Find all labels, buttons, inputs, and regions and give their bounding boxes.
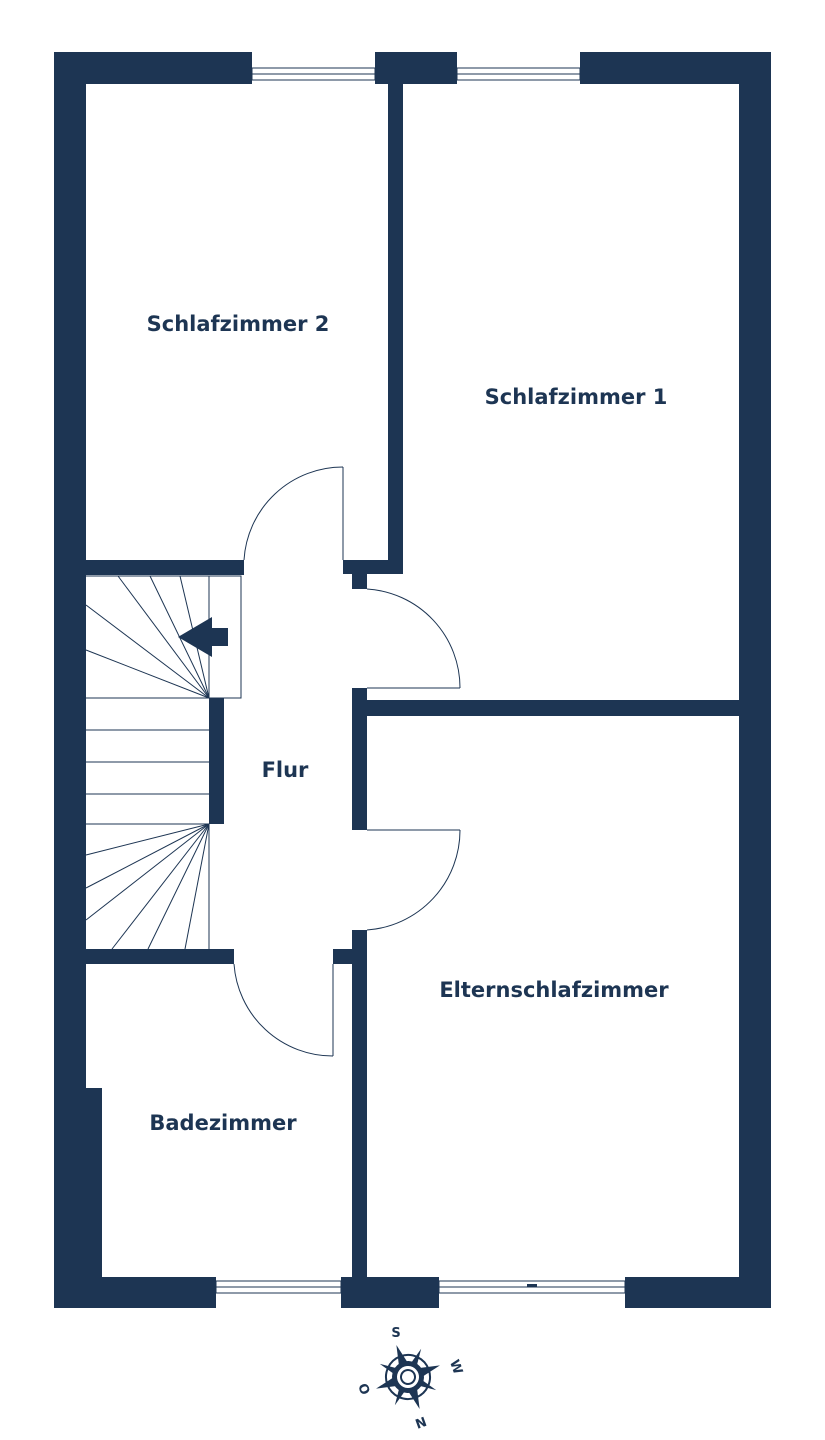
window-bottom-left: [215, 1280, 342, 1294]
room-labels: Schlafzimmer 2 Schlafzimmer 1 Flur Elter…: [147, 312, 670, 1135]
window-top-right: [456, 67, 581, 81]
door-bedroom1: [366, 588, 461, 689]
wall-bedroom2-corridor-right: [343, 560, 403, 574]
stair-tread: [184, 823, 210, 950]
stair-landing-frame: [86, 575, 242, 699]
bottom-wall-middle: [341, 1277, 439, 1308]
room-label-badezimmer: Badezimmer: [149, 1111, 297, 1135]
stair-tread: [85, 823, 210, 856]
arrow-left-icon: [178, 617, 228, 657]
compass-rose-icon: S W N O: [356, 1326, 465, 1431]
compass-letter-east: O: [356, 1381, 374, 1397]
windows: [215, 67, 626, 1294]
interior-walls: [86, 84, 739, 1277]
window-top-left: [251, 67, 376, 81]
left-wall-thickening: [86, 1088, 102, 1278]
wall-bedroom1-parents: [367, 700, 739, 716]
corridor-right-wall-bottom: [352, 930, 367, 1277]
left-wall: [54, 52, 86, 1308]
room-label-elternschlafzimmer: Elternschlafzimmer: [439, 978, 669, 1002]
door-bathroom: [233, 963, 334, 1057]
stair-tread: [85, 649, 210, 699]
right-wall: [739, 52, 771, 1308]
wall-bedroom2-stairs: [86, 560, 244, 575]
wall-bathroom-corridor-right: [333, 949, 367, 964]
bottom-wall-left: [54, 1277, 216, 1308]
stair-tread: [147, 823, 210, 950]
room-label-schlafzimmer-1: Schlafzimmer 1: [485, 385, 668, 409]
stair-tread: [85, 823, 210, 921]
room-label-flur: Flur: [262, 758, 309, 782]
wall-stairs-bathroom: [86, 949, 234, 964]
corridor-wall-stub-top: [352, 574, 367, 589]
top-wall-middle: [375, 52, 457, 84]
stair-side-wall: [209, 698, 224, 824]
stair-tread: [85, 604, 210, 699]
stair-tread: [117, 575, 210, 699]
door-bedroom2: [243, 466, 344, 561]
wall-bedroom1-bedroom2: [388, 84, 403, 574]
stair-tread: [111, 823, 210, 950]
door-parents-bedroom: [366, 829, 461, 931]
top-wall-left: [54, 52, 252, 84]
staircase: [85, 575, 242, 950]
compass-letter-south: S: [391, 1326, 400, 1341]
room-label-schlafzimmer-2: Schlafzimmer 2: [147, 312, 330, 336]
compass-letter-west: W: [446, 1358, 465, 1377]
outer-walls: [54, 52, 771, 1308]
doors: [233, 466, 461, 1057]
stair-tread: [85, 823, 210, 889]
compass-letter-north: N: [413, 1413, 428, 1431]
bottom-wall-right: [625, 1277, 771, 1308]
corridor-right-wall-middle: [352, 688, 367, 830]
window-bottom-right: [438, 1280, 626, 1294]
